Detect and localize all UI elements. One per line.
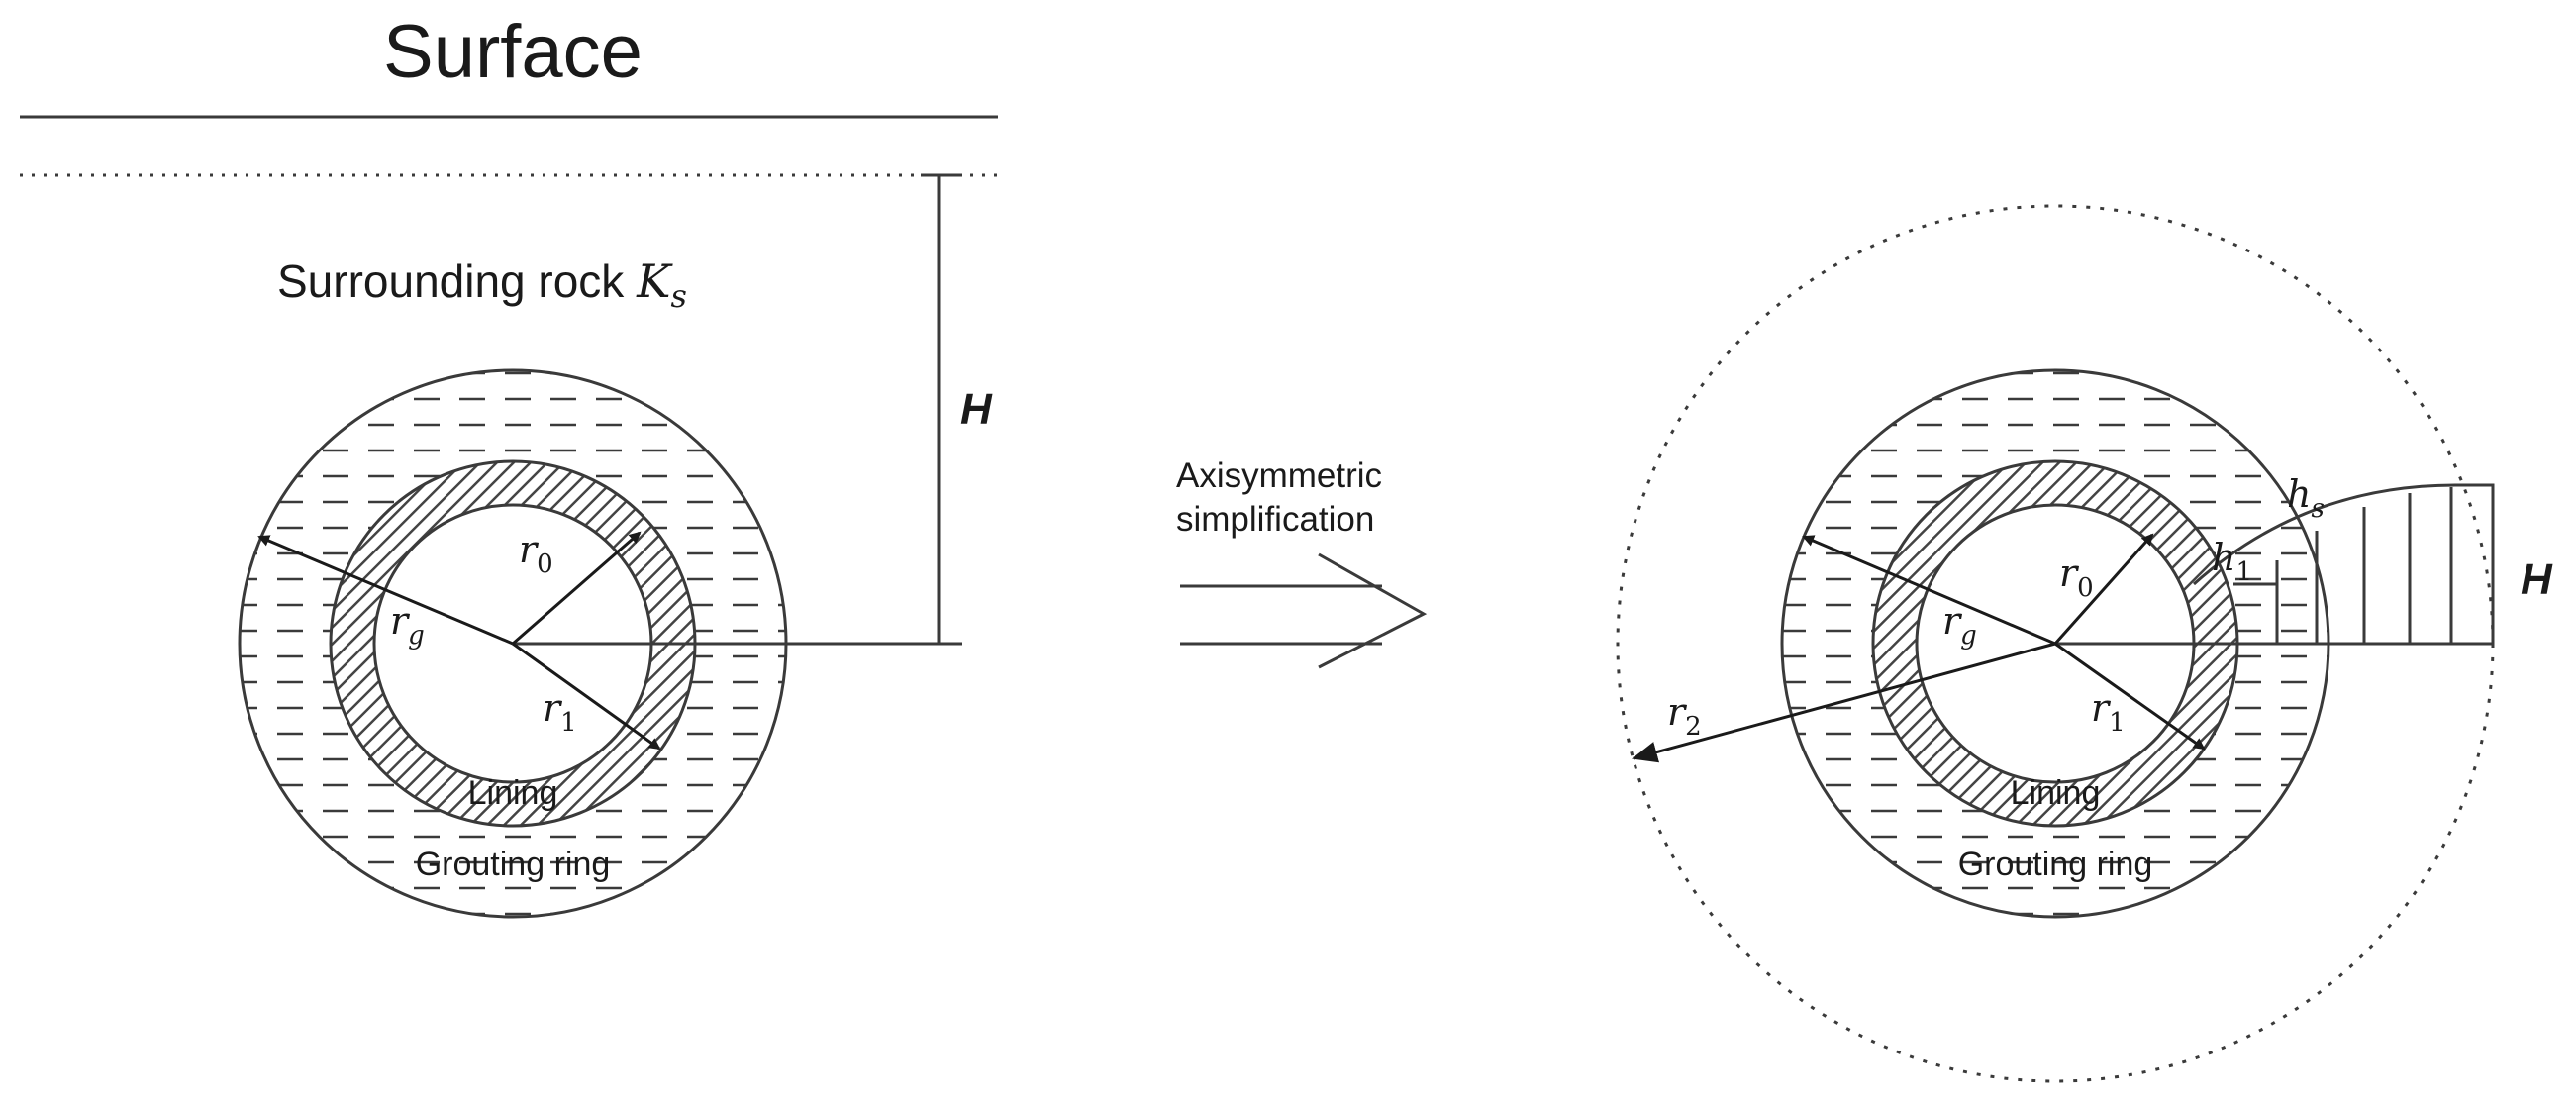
- lining-label: Lining: [468, 774, 558, 812]
- h1-label: h1: [2212, 536, 2252, 587]
- r1-radius-arrow: [512, 642, 661, 751]
- grouting-ring-label: Grouting ring: [416, 846, 611, 883]
- surface-label: Surface: [383, 10, 643, 94]
- simplification-arrow-group: Axisymmetric simplification: [1176, 456, 1428, 669]
- hs-label: hs: [2287, 472, 2325, 524]
- head-label: H: [2521, 555, 2553, 604]
- left-diagram: Surface Surrounding rock Ks H r0 r1 rg L…: [20, 10, 998, 919]
- double-arrow-head: [1318, 552, 1428, 669]
- r0-radius-arrow-right: [2053, 533, 2154, 645]
- rg-radius-arrow: [257, 535, 514, 646]
- r1-label: r1: [543, 686, 577, 738]
- right-diagram: H hs h1 r0 r1 rg r2 Lining Grouting ring: [1616, 204, 2553, 1083]
- rg-label-right: rg: [1942, 599, 1977, 651]
- head-distribution: H hs h1: [2055, 472, 2553, 646]
- r2-radius-arrow: [1632, 642, 2056, 763]
- r0-label: r0: [519, 528, 553, 579]
- rg-radius-arrow-right: [1802, 535, 2056, 646]
- grouting-ring-label-right: Grouting ring: [1958, 846, 2153, 883]
- depth-label: H: [960, 385, 993, 434]
- axisymmetric-label-line1: Axisymmetric: [1176, 456, 1382, 495]
- axisymmetric-label-line2: simplification: [1176, 500, 1374, 539]
- r0-radius-arrow: [512, 531, 642, 646]
- r1-radius-arrow-right: [2054, 642, 2206, 751]
- surrounding-rock-label: Surrounding rock Ks: [277, 254, 687, 315]
- r0-label-right: r0: [2059, 551, 2094, 603]
- head-curve: [2193, 483, 2495, 644]
- lining-label-right: Lining: [2011, 774, 2101, 812]
- r1-label-right: r1: [2091, 686, 2126, 738]
- r2-label: r2: [1667, 690, 1702, 742]
- rg-label: rg: [390, 599, 425, 651]
